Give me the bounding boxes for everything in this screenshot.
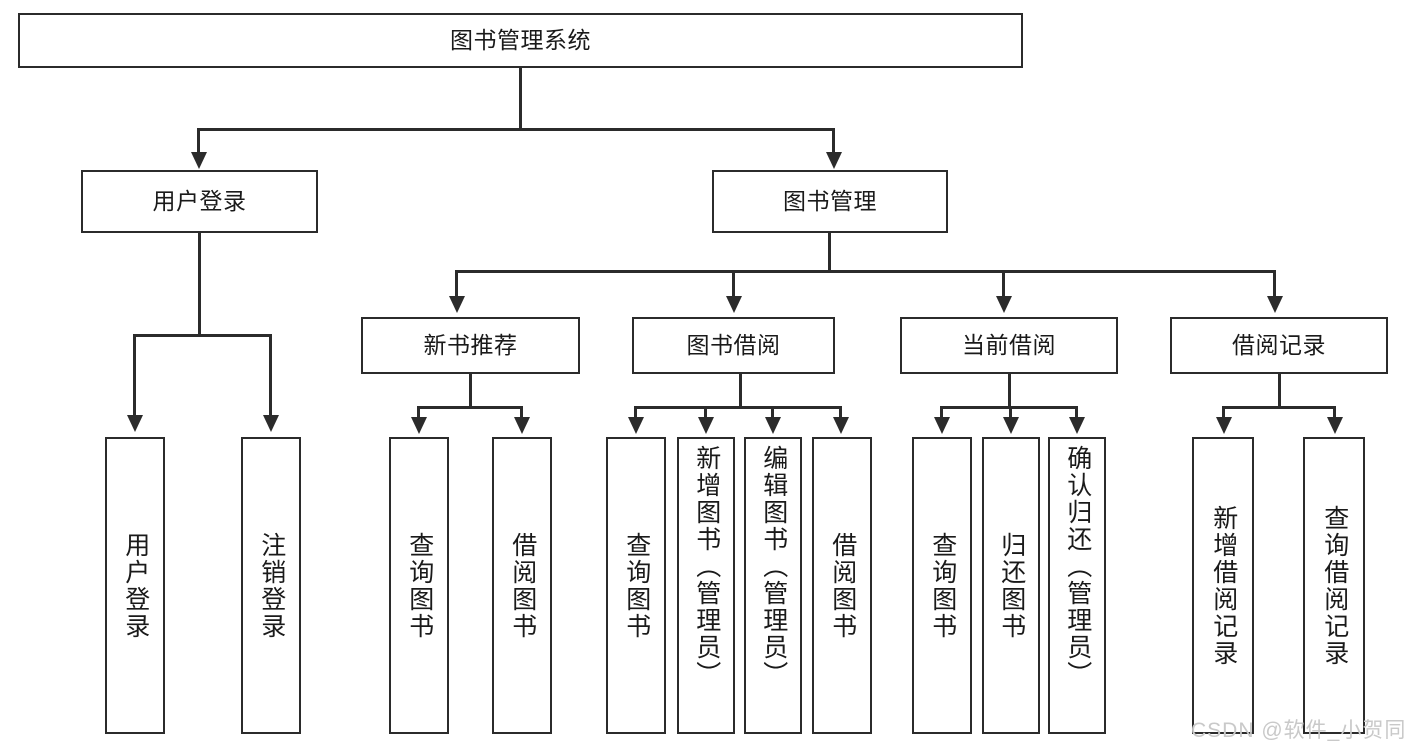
arrow-to-leaf-query-book-2 <box>628 417 644 434</box>
leaf-return-book[interactable]: 归还图书 <box>982 437 1040 734</box>
leaf-confirm-return-admin[interactable]: 确认归还（管理员） <box>1048 437 1106 734</box>
connector-userlogin-bus <box>133 334 272 337</box>
arrow-to-book-borrow <box>726 296 742 313</box>
connector-bookborrow-bus <box>634 406 842 409</box>
leaf-query-book-recommend[interactable]: 查询图书 <box>389 437 449 734</box>
connector-bookborrow-drop-1 <box>704 406 707 420</box>
leaf-user-login[interactable]: 用户登录 <box>105 437 165 734</box>
arrow-to-leaf-user-login <box>127 415 143 432</box>
leaf-add-book-admin[interactable]: 新增图书（管理员） <box>677 437 735 734</box>
arrow-to-leaf-return-book <box>1003 417 1019 434</box>
connector-bookborrow-drop-0 <box>634 406 637 420</box>
node-new-book-recommend[interactable]: 新书推荐 <box>361 317 580 374</box>
connector-newbook-bus <box>417 406 523 409</box>
node-root-system[interactable]: 图书管理系统 <box>18 13 1023 68</box>
connector-newbook-drop-0 <box>417 406 420 420</box>
connector-bookmanage-bus <box>455 270 1276 273</box>
connector-currentborrow-drop-1 <box>1009 406 1012 420</box>
connector-bookmanage-drop-2 <box>1002 270 1005 300</box>
connector-bookborrow-drop-2 <box>771 406 774 420</box>
connector-root-drop-right <box>832 128 835 158</box>
connector-borrowrecords-drop-1 <box>1333 406 1336 420</box>
leaf-edit-book-admin[interactable]: 编辑图书（管理员） <box>744 437 802 734</box>
leaf-add-borrow-record[interactable]: 新增借阅记录 <box>1192 437 1254 734</box>
arrow-to-leaf-confirm-return <box>1069 417 1085 434</box>
connector-borrowrecords-stem <box>1278 374 1281 408</box>
leaf-logout[interactable]: 注销登录 <box>241 437 301 734</box>
connector-userlogin-drop-0 <box>133 334 136 418</box>
connector-userlogin-drop-1 <box>269 334 272 418</box>
arrow-to-leaf-edit-book <box>765 417 781 434</box>
arrow-to-new-book-recommend <box>449 296 465 313</box>
arrow-to-leaf-query-record <box>1327 417 1343 434</box>
connector-bookmanage-drop-1 <box>732 270 735 300</box>
node-current-borrow[interactable]: 当前借阅 <box>900 317 1118 374</box>
arrow-to-leaf-borrow-book-2 <box>833 417 849 434</box>
connector-userlogin-stem <box>198 233 201 337</box>
leaf-borrow-book[interactable]: 借阅图书 <box>812 437 872 734</box>
connector-root-bus <box>197 128 835 131</box>
connector-borrowrecords-drop-0 <box>1222 406 1225 420</box>
node-book-borrow[interactable]: 图书借阅 <box>632 317 835 374</box>
arrow-to-leaf-query-book-1 <box>411 417 427 434</box>
connector-bookborrow-drop-3 <box>839 406 842 420</box>
node-user-login[interactable]: 用户登录 <box>81 170 318 233</box>
arrow-to-leaf-query-book-3 <box>934 417 950 434</box>
connector-root-drop-left <box>197 128 200 158</box>
connector-bookborrow-stem <box>739 374 742 408</box>
arrow-to-borrow-records <box>1267 296 1283 313</box>
leaf-query-book-borrow[interactable]: 查询图书 <box>606 437 666 734</box>
connector-currentborrow-stem <box>1008 374 1011 408</box>
arrow-to-book-manage <box>826 152 842 169</box>
node-book-manage[interactable]: 图书管理 <box>712 170 948 233</box>
arrow-to-leaf-add-record <box>1216 417 1232 434</box>
arrow-to-current-borrow <box>996 296 1012 313</box>
connector-borrowrecords-bus <box>1222 406 1336 409</box>
arrow-to-leaf-add-book <box>698 417 714 434</box>
leaf-borrow-book-recommend[interactable]: 借阅图书 <box>492 437 552 734</box>
leaf-query-book-current[interactable]: 查询图书 <box>912 437 972 734</box>
watermark-csdn: CSDN @软件_小贺同学 <box>1191 719 1405 742</box>
connector-bookmanage-stem <box>828 233 831 273</box>
connector-currentborrow-drop-0 <box>940 406 943 420</box>
connector-newbook-drop-1 <box>520 406 523 420</box>
arrow-to-leaf-logout <box>263 415 279 432</box>
node-borrow-records[interactable]: 借阅记录 <box>1170 317 1388 374</box>
arrow-to-user-login <box>191 152 207 169</box>
connector-bookmanage-drop-0 <box>455 270 458 300</box>
connector-bookmanage-drop-3 <box>1273 270 1276 300</box>
connector-root-stem <box>519 68 522 130</box>
connector-currentborrow-drop-2 <box>1075 406 1078 420</box>
connector-newbook-stem <box>469 374 472 408</box>
leaf-query-borrow-record[interactable]: 查询借阅记录 <box>1303 437 1365 734</box>
arrow-to-leaf-borrow-book-1 <box>514 417 530 434</box>
